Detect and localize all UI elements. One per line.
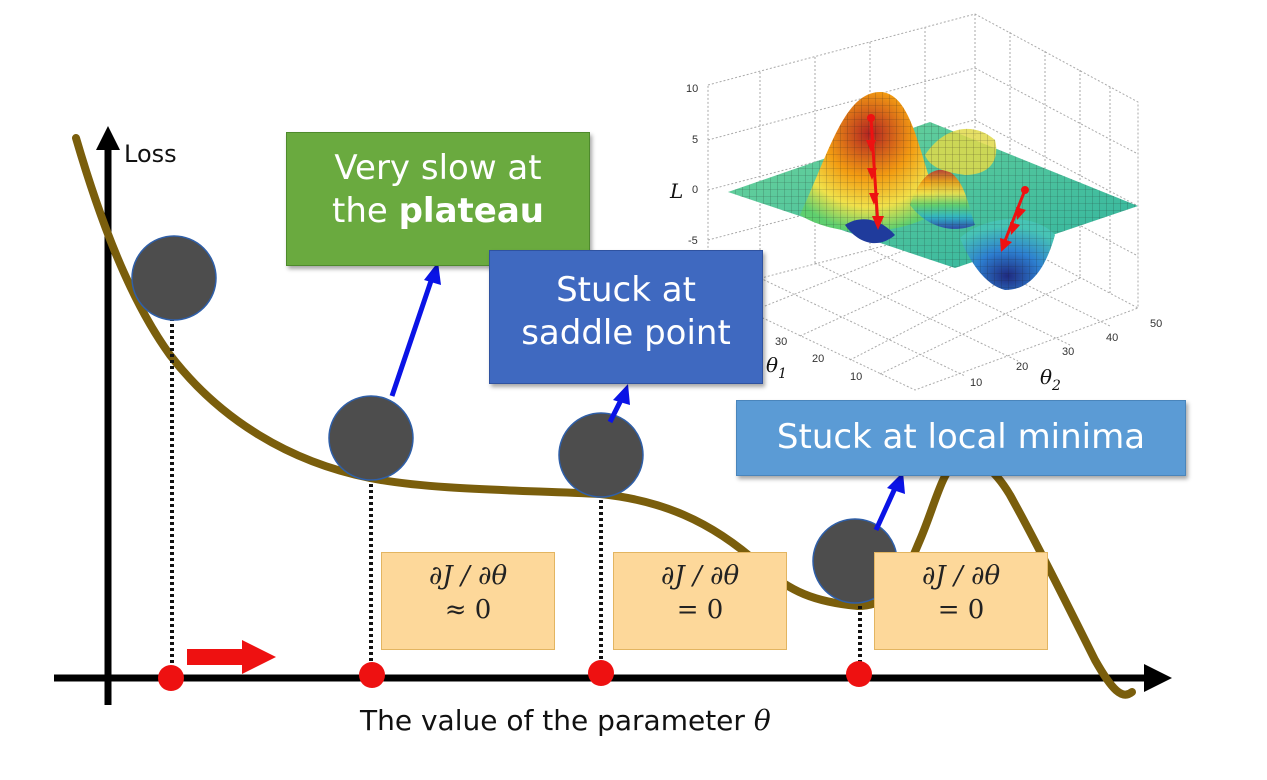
x-axis-label-symbol: θ [753, 704, 771, 737]
z-tick-label: -5 [688, 235, 698, 247]
x-axis-label-text: The value of the parameter [360, 704, 754, 737]
ball-plateau [328, 395, 414, 481]
x-axis-label: The value of the parameter θ [360, 704, 771, 737]
derivative-expr: ∂J / ∂θ [428, 561, 508, 591]
plateau-callout-line1: Very slow at [334, 148, 542, 188]
local-minima-callout: Stuck at local minima [736, 400, 1186, 476]
descent-path-right [1000, 186, 1029, 252]
theta1-tick-label: 20 [812, 353, 824, 365]
theta1-tick-label: 10 [850, 371, 862, 383]
param-point [588, 660, 614, 686]
theta2-tick-label: 50 [1150, 318, 1162, 330]
derivative-expr: ∂J / ∂θ [660, 561, 740, 591]
theta2-axis-label: θ2 [1040, 365, 1061, 394]
derivative-box-minima: ∂J / ∂θ = 0 [874, 552, 1048, 650]
plateau-callout-line2: the plateau [331, 190, 544, 231]
z-tick-label: 5 [692, 134, 698, 146]
derivative-value: ≈ 0 [444, 595, 492, 625]
y-axis-arrowhead [96, 126, 120, 150]
theta2-tick-label: 20 [1016, 361, 1028, 373]
y-axis-label: Loss [124, 140, 177, 168]
saddle-callout-line1: Stuck at [556, 270, 696, 310]
theta1-tick-label: 30 [775, 336, 787, 348]
direction-arrow [187, 640, 276, 674]
z-tick-label: 0 [692, 184, 698, 196]
derivative-value: = 0 [676, 595, 724, 625]
param-point [359, 662, 385, 688]
param-point [158, 665, 184, 691]
theta2-tick-label: 10 [970, 377, 982, 389]
x-axis-arrowhead [1144, 664, 1172, 692]
pointer-arrow-minima [873, 484, 899, 532]
z-tick-label: 10 [686, 83, 698, 95]
local-minima-callout-text: Stuck at local minima [776, 417, 1146, 457]
surface-plot: 10 5 0 -5 L 30 20 10 θ1 10 20 30 40 50 θ… [669, 13, 1162, 394]
pointer-arrows [389, 262, 905, 532]
z-axis-label: L [669, 179, 683, 203]
plateau-callout: Very slow at the plateau [286, 132, 590, 266]
param-point [846, 661, 872, 687]
saddle-callout: Stuck at saddle point [489, 250, 763, 384]
drop-lines [170, 318, 862, 674]
pointer-arrow-plateau [389, 277, 435, 397]
ball-start [131, 235, 217, 321]
derivative-box-saddle: ∂J / ∂θ = 0 [613, 552, 787, 650]
saddle-callout-line2: saddle point [521, 312, 731, 353]
theta2-tick-label: 40 [1106, 332, 1118, 344]
ball-saddle [558, 412, 644, 498]
plateau-callout-bold: plateau [398, 190, 544, 231]
derivative-value: = 0 [937, 595, 985, 625]
param-points [158, 660, 872, 691]
derivative-box-plateau: ∂J / ∂θ ≈ 0 [381, 552, 555, 650]
surface-pit-left [845, 219, 895, 244]
derivative-expr: ∂J / ∂θ [921, 561, 1001, 591]
theta2-tick-label: 30 [1062, 346, 1074, 358]
theta1-axis-label: θ1 [766, 353, 787, 382]
descent-path-left [866, 114, 884, 230]
